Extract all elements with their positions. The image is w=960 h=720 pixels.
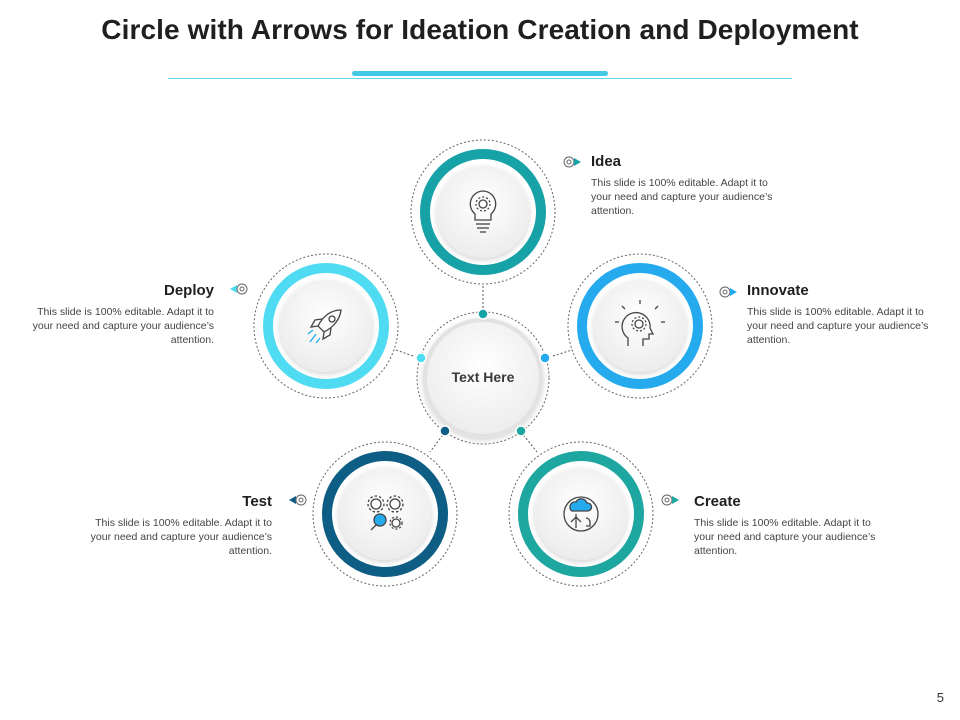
center-node [416, 311, 550, 445]
stage-create-title: Create [694, 493, 741, 510]
stage-test-title: Test [242, 493, 272, 510]
stage-create-label: Create This slide is 100% editable. Adap… [694, 493, 884, 558]
lightbulb-gear-icon [469, 190, 497, 233]
stage-test-label: Test This slide is 100% editable. Adapt … [82, 493, 272, 558]
target-arrow-icon [719, 286, 737, 298]
stage-idea-desc: This slide is 100% editable. Adapt it to… [591, 177, 773, 217]
center-label: Text Here [451, 369, 515, 385]
node-create [508, 441, 654, 587]
target-arrow-icon [230, 283, 248, 295]
target-arrow-icon [661, 494, 679, 506]
stage-innovate-desc: This slide is 100% editable. Adapt it to… [747, 306, 929, 346]
node-innovate [567, 253, 713, 399]
stage-idea-title: Idea [591, 153, 622, 170]
title-underline [168, 78, 792, 79]
node-deploy [253, 253, 399, 399]
page-number: 5 [936, 690, 944, 705]
head-gear-icon [615, 300, 665, 346]
stage-innovate-label: Innovate This slide is 100% editable. Ad… [747, 282, 937, 347]
stage-deploy-title: Deploy [163, 282, 214, 299]
node-idea [410, 139, 556, 285]
title-accent-bar [352, 71, 608, 76]
node-test [312, 441, 458, 587]
stage-deploy-desc: This slide is 100% editable. Adapt it to… [32, 306, 214, 346]
stage-test-desc: This slide is 100% editable. Adapt it to… [90, 517, 272, 557]
gears-magnifier-icon [367, 495, 404, 531]
stage-deploy-label: Deploy This slide is 100% editable. Adap… [24, 282, 214, 347]
stage-create-desc: This slide is 100% editable. Adapt it to… [694, 517, 876, 557]
target-arrow-icon [563, 156, 581, 168]
connector-dots [415, 308, 551, 437]
stage-innovate-title: Innovate [747, 282, 809, 299]
rocket-icon [307, 309, 342, 344]
page-title: Circle with Arrows for Ideation Creation… [101, 14, 859, 45]
stage-idea-label: Idea This slide is 100% editable. Adapt … [591, 153, 781, 218]
target-arrow-icon [289, 494, 307, 506]
cloud-bulb-icon [563, 496, 599, 532]
